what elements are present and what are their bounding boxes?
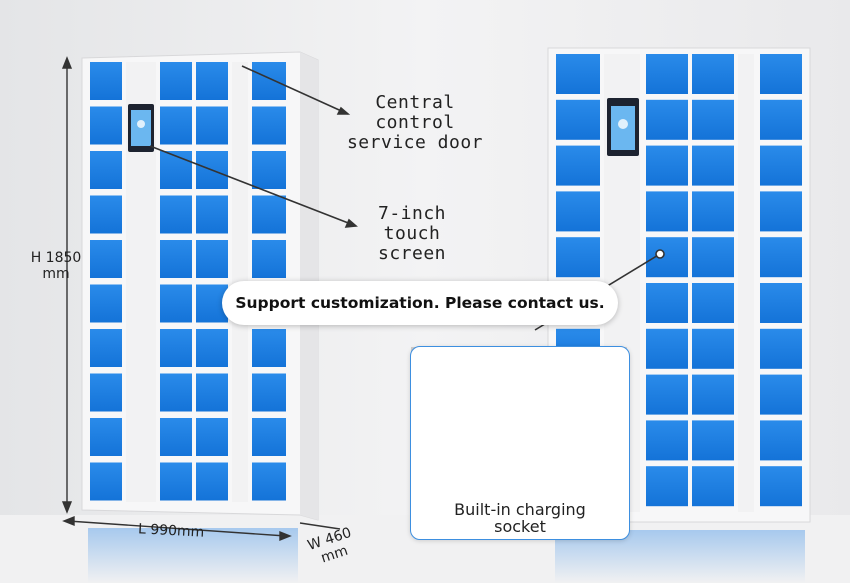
locker-door bbox=[252, 62, 286, 100]
dimension-lines bbox=[61, 56, 341, 542]
locker-door bbox=[646, 283, 688, 323]
locker-door bbox=[692, 99, 734, 140]
dimension-height: H 1850 mm bbox=[30, 250, 82, 282]
locker-door bbox=[90, 106, 122, 145]
locker-door bbox=[692, 420, 734, 461]
locker-door bbox=[90, 329, 122, 367]
locker-door bbox=[646, 145, 688, 186]
locker-door bbox=[556, 54, 600, 94]
locker-door bbox=[760, 145, 802, 186]
locker-door bbox=[760, 99, 802, 140]
charging-socket-inset: Built-in charging socket bbox=[410, 346, 630, 540]
locker-door bbox=[692, 145, 734, 186]
locker-door bbox=[196, 373, 228, 412]
locker-door bbox=[252, 240, 286, 278]
locker-door bbox=[196, 240, 228, 278]
locker-door bbox=[646, 374, 688, 415]
locker-door bbox=[160, 284, 192, 323]
locker-door bbox=[760, 237, 802, 278]
locker-door bbox=[160, 151, 192, 189]
locker-door bbox=[196, 195, 228, 234]
locker-door bbox=[692, 54, 734, 94]
locker-door bbox=[90, 195, 122, 234]
locker-door bbox=[646, 420, 688, 461]
locker-door bbox=[556, 145, 600, 186]
locker-door bbox=[90, 284, 122, 323]
locker-door bbox=[692, 237, 734, 278]
locker-door bbox=[252, 373, 286, 412]
locker-door bbox=[646, 466, 688, 507]
locker-door bbox=[252, 151, 286, 189]
locker-door bbox=[646, 54, 688, 94]
locker-door bbox=[160, 62, 192, 100]
locker-door bbox=[90, 240, 122, 278]
locker-door bbox=[90, 151, 122, 189]
left-locker bbox=[81, 51, 319, 521]
customization-banner: Support customization. Please contact us… bbox=[222, 281, 618, 325]
locker-door bbox=[160, 462, 192, 501]
locker-door bbox=[252, 195, 286, 234]
locker-door bbox=[196, 62, 228, 100]
locker-door bbox=[252, 329, 286, 367]
locker-door bbox=[760, 374, 802, 415]
locker-door bbox=[692, 374, 734, 415]
locker-door bbox=[196, 462, 228, 501]
locker-door bbox=[646, 328, 688, 369]
locker-door bbox=[760, 54, 802, 94]
locker-door bbox=[692, 283, 734, 323]
locker-door bbox=[160, 418, 192, 456]
locker-door bbox=[760, 191, 802, 232]
locker-door bbox=[646, 99, 688, 140]
locker-door bbox=[160, 240, 192, 278]
locker-door bbox=[646, 237, 688, 278]
locker-door bbox=[252, 106, 286, 145]
locker-door bbox=[760, 466, 802, 507]
locker-door bbox=[692, 466, 734, 507]
locker-door bbox=[556, 99, 600, 140]
locker-door bbox=[160, 373, 192, 412]
locker-door bbox=[90, 62, 122, 100]
locker-door bbox=[196, 106, 228, 145]
locker-door bbox=[646, 191, 688, 232]
locker-door bbox=[556, 191, 600, 232]
inset-caption: Built-in charging socket bbox=[454, 500, 586, 536]
locker-door bbox=[760, 283, 802, 323]
locker-door bbox=[196, 329, 228, 367]
locker-door bbox=[252, 418, 286, 456]
locker-door bbox=[90, 418, 122, 456]
locker-door bbox=[556, 237, 600, 278]
label-touch-screen: 7-inch touch screen bbox=[377, 203, 447, 264]
locker-door bbox=[160, 106, 192, 145]
locker-door bbox=[692, 191, 734, 232]
locker-door bbox=[196, 418, 228, 456]
locker-door bbox=[252, 462, 286, 501]
service-door-panel bbox=[738, 54, 754, 512]
floor-reflection-left bbox=[88, 528, 298, 583]
locker-door bbox=[160, 195, 192, 234]
locker-door bbox=[90, 373, 122, 412]
locker-door bbox=[90, 462, 122, 501]
locker-door bbox=[160, 329, 192, 367]
locker-door bbox=[760, 328, 802, 369]
dimension-length: L 990mm bbox=[137, 521, 205, 541]
label-service-door: Central control service door bbox=[346, 92, 484, 153]
locker-door bbox=[760, 420, 802, 461]
locker-door bbox=[692, 328, 734, 369]
